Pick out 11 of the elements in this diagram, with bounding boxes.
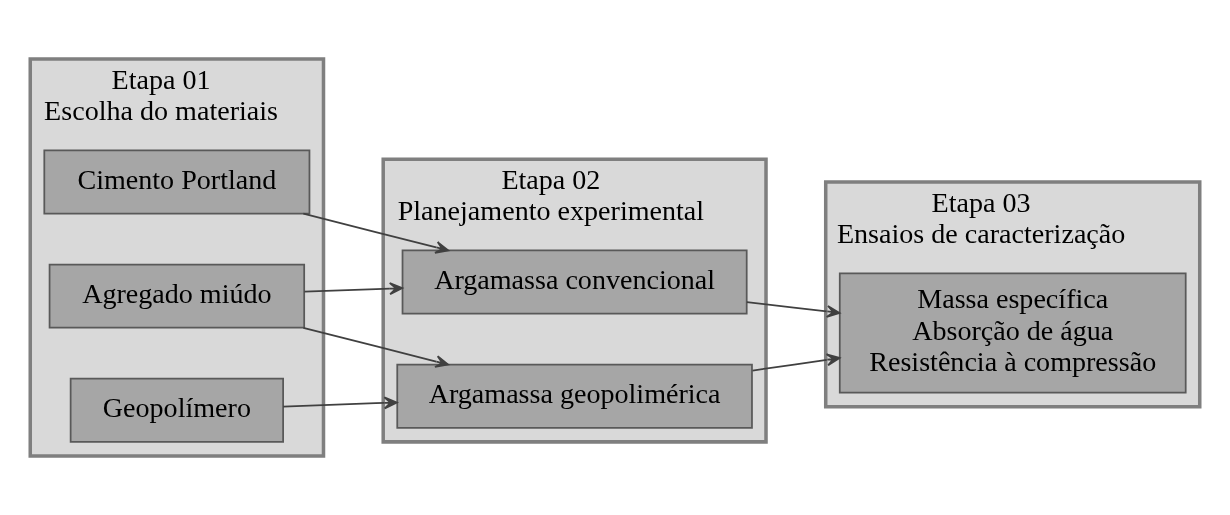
arrow: [282, 396, 398, 410]
node-box: Massa específica Absorção de água Resistência à compressão: [838, 272, 1187, 394]
arrow: [302, 326, 450, 368]
node-box: Geopolímero: [69, 377, 284, 443]
arrow: [751, 353, 841, 372]
arrow: [746, 301, 841, 318]
arrow: [302, 212, 450, 254]
node-box: Argamassa geopolimérica: [396, 363, 753, 429]
node-box: Argamassa convencional: [401, 249, 748, 315]
node-box: Cimento Portland: [43, 149, 311, 215]
node-box: Agregado miúdo: [48, 263, 306, 329]
